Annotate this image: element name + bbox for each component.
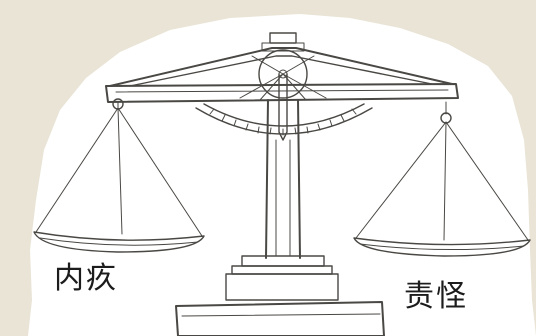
paper-sheet bbox=[28, 14, 536, 336]
center-column bbox=[265, 99, 301, 259]
pivot-ring bbox=[258, 49, 308, 99]
pointer-needle bbox=[278, 73, 288, 141]
right-pan-strings bbox=[355, 121, 529, 241]
pedestal-base bbox=[175, 301, 385, 336]
top-cap-base bbox=[261, 42, 305, 52]
left-pan-label: 内疚 bbox=[54, 261, 118, 296]
left-pan bbox=[33, 231, 205, 253]
frame-inner bbox=[129, 55, 433, 87]
right-pan bbox=[353, 237, 531, 257]
pedestal-step-3 bbox=[225, 273, 339, 301]
beam-line bbox=[115, 89, 449, 93]
left-pan-strings bbox=[35, 107, 203, 237]
main-beam bbox=[105, 83, 459, 103]
frame-outer bbox=[109, 47, 453, 87]
right-pan-label: 责怪 bbox=[404, 279, 468, 314]
left-pan-rim bbox=[39, 237, 199, 246]
right-pan-rim bbox=[359, 243, 525, 251]
dial-ticks bbox=[209, 108, 357, 136]
dial-inner-arc bbox=[203, 103, 365, 127]
pedestal-base-line bbox=[181, 313, 381, 317]
